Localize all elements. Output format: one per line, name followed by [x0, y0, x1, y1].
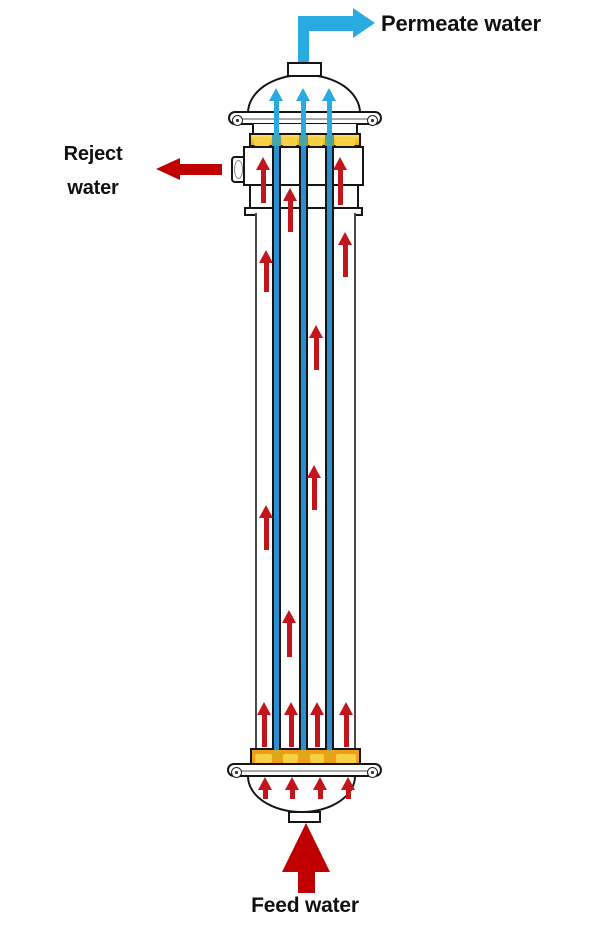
membrane-tube [325, 133, 334, 754]
top-nozzle [287, 62, 322, 77]
flow-arrow [333, 157, 347, 205]
tube-cap [299, 750, 308, 758]
bottom-flange [227, 763, 382, 778]
permeate-flow-arrow [269, 88, 283, 135]
flow-arrow [258, 777, 272, 799]
reject-label-line2: water [67, 177, 119, 199]
flow-arrow [256, 157, 270, 203]
flow-arrow [339, 702, 353, 747]
feed-arrow-shaft [298, 868, 315, 893]
tube-cap [325, 750, 334, 758]
flange-bolt-icon [232, 114, 243, 126]
tube-sheet-segment [335, 137, 355, 146]
tube-sheet-segment [336, 754, 356, 763]
tube-sheet-segment [283, 754, 298, 763]
tube-sheet-segment [255, 754, 272, 763]
reject-label: Reject water [38, 137, 148, 205]
flow-arrow [309, 325, 323, 370]
flow-arrow [257, 702, 271, 747]
flow-arrow [259, 250, 273, 292]
flange-seam-line [238, 770, 371, 772]
feed-label: Feed water [251, 894, 359, 917]
flow-arrow [307, 465, 321, 510]
flow-arrow [338, 232, 352, 277]
tube-sheet-segment [254, 137, 270, 146]
permeate-arrow-horizontal-shaft [298, 16, 354, 31]
flow-arrow [284, 702, 298, 747]
flange-bolt-icon [231, 766, 242, 778]
reject-label-line1: Reject [63, 143, 123, 165]
reject-arrow-shaft [179, 164, 222, 175]
feed-arrow-icon [282, 823, 330, 872]
permeate-label: Permeate water [381, 11, 541, 36]
flow-arrow [259, 505, 273, 550]
tube-cap [272, 750, 281, 758]
flange-bolt-icon [367, 114, 378, 126]
flow-arrow [283, 188, 297, 232]
reject-port-opening [234, 160, 243, 179]
flow-arrow [285, 777, 299, 799]
tube-band-overlap [299, 135, 308, 146]
tube-sheet-segment [310, 754, 324, 763]
permeate-arrow-vertical-shaft [298, 16, 309, 64]
permeate-flow-arrow [322, 88, 336, 135]
permeate-arrow-icon [353, 8, 375, 38]
bottom-nozzle [288, 811, 321, 823]
membrane-tube [272, 133, 281, 754]
flow-arrow [310, 702, 324, 747]
permeate-flow-arrow [296, 88, 310, 135]
flange-bolt-icon [367, 766, 378, 778]
tube-sheet-segment [282, 137, 297, 146]
tube-sheet-segment [309, 137, 323, 146]
membrane-tube [299, 133, 308, 754]
tube-band-overlap [325, 135, 334, 146]
tube-band-overlap [272, 135, 281, 146]
flow-arrow [282, 610, 296, 657]
flow-arrow [341, 777, 355, 799]
reject-arrow-icon [156, 158, 180, 180]
flow-arrow [313, 777, 327, 799]
